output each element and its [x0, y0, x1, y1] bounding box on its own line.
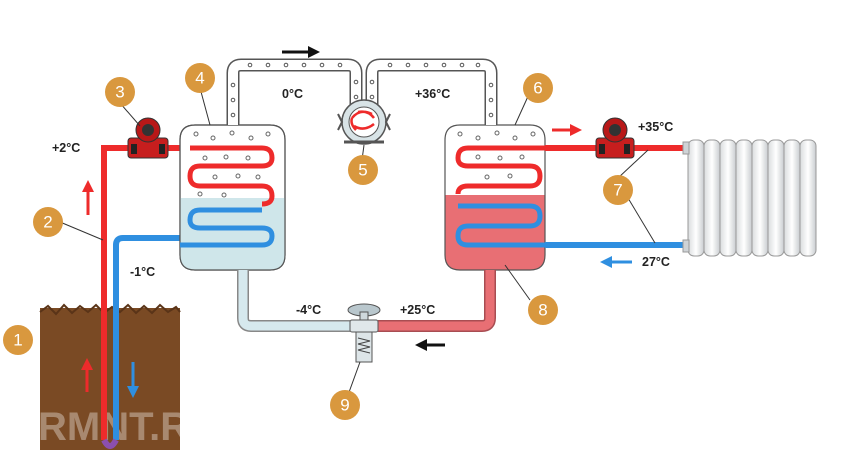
badge-2-label: 2	[43, 213, 52, 232]
badge-4: 4	[185, 63, 215, 93]
badge-7: 7	[603, 175, 633, 205]
badge-7-label: 7	[613, 181, 622, 200]
refrigerant-liquid-line	[237, 270, 496, 332]
temp-compressor-out: +36°C	[415, 87, 450, 101]
badge-5-label: 5	[358, 161, 367, 180]
compressor	[337, 99, 391, 145]
badge-1-label: 1	[13, 331, 22, 350]
condenser-tank	[444, 124, 546, 271]
temp-heating-supply: +35°C	[638, 120, 673, 134]
ground-loop	[101, 145, 180, 449]
badge-2: 2	[33, 207, 63, 237]
ground-soil	[39, 303, 181, 450]
circulation-pump-brine	[127, 117, 169, 159]
expansion-valve	[347, 303, 381, 363]
temp-ground-out: +2°C	[52, 141, 80, 155]
badge-1: 1	[3, 325, 33, 355]
refrigerant-gas-line	[226, 58, 498, 125]
leader-lines	[59, 87, 656, 396]
evaporator-tank	[179, 124, 286, 271]
badge-8: 8	[528, 295, 558, 325]
badge-9-label: 9	[340, 396, 349, 415]
badge-3-label: 3	[115, 83, 124, 102]
badge-6: 6	[523, 73, 553, 103]
badge-8-label: 8	[538, 301, 547, 320]
radiator	[682, 139, 817, 257]
temp-heating-return: 27°C	[642, 255, 670, 269]
temp-evaporator-out: 0°C	[282, 87, 303, 101]
temp-condensed-liquid: +25°C	[400, 303, 435, 317]
temp-after-valve: -4°C	[296, 303, 321, 317]
badge-9: 9	[330, 390, 360, 420]
watermark: RMNT.RU	[38, 405, 218, 449]
circulation-pump-heating	[595, 117, 635, 159]
badge-5: 5	[348, 155, 378, 185]
flow-arrows	[81, 46, 632, 398]
temp-ground-in: -1°C	[130, 265, 155, 279]
badge-4-label: 4	[195, 69, 204, 88]
badge-3: 3	[105, 77, 135, 107]
badge-6-label: 6	[533, 79, 542, 98]
